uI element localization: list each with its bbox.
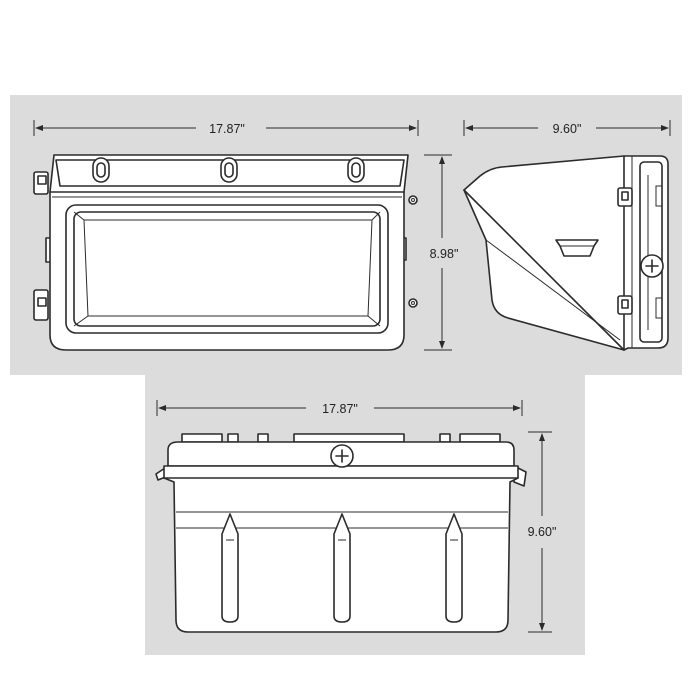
height-dimension: 8.98" <box>424 154 459 351</box>
top-depth-label: 9.60" <box>528 525 557 539</box>
front-lens <box>65 204 389 334</box>
front-width-dimension: 17.87" <box>33 120 419 136</box>
top-back-tabs <box>181 433 501 443</box>
side-depth-dimension: 9.60" <box>463 120 671 136</box>
side-clips <box>617 187 633 315</box>
top-heatsink-fins <box>221 513 463 623</box>
top-width-dimension: 17.87" <box>156 400 523 416</box>
side-view: 9.60" <box>463 120 671 351</box>
front-width-label: 17.87" <box>209 122 245 136</box>
top-width-label: 17.87" <box>322 402 358 416</box>
side-depth-label: 9.60" <box>553 122 582 136</box>
top-view: 17.87" 9.60" <box>155 400 557 633</box>
front-housing <box>49 154 409 351</box>
side-back-plate <box>639 161 663 343</box>
phillips-screw-icon <box>330 444 354 468</box>
phillips-screw-icon <box>640 254 664 278</box>
side-sensor-window <box>555 239 599 257</box>
top-depth-dimension: 9.60" <box>528 431 557 633</box>
height-label: 8.98" <box>430 247 459 261</box>
front-mounting-slots <box>92 157 365 183</box>
left-mount-bracket <box>33 171 53 321</box>
front-view: 17.87" 8.98" <box>33 120 459 351</box>
